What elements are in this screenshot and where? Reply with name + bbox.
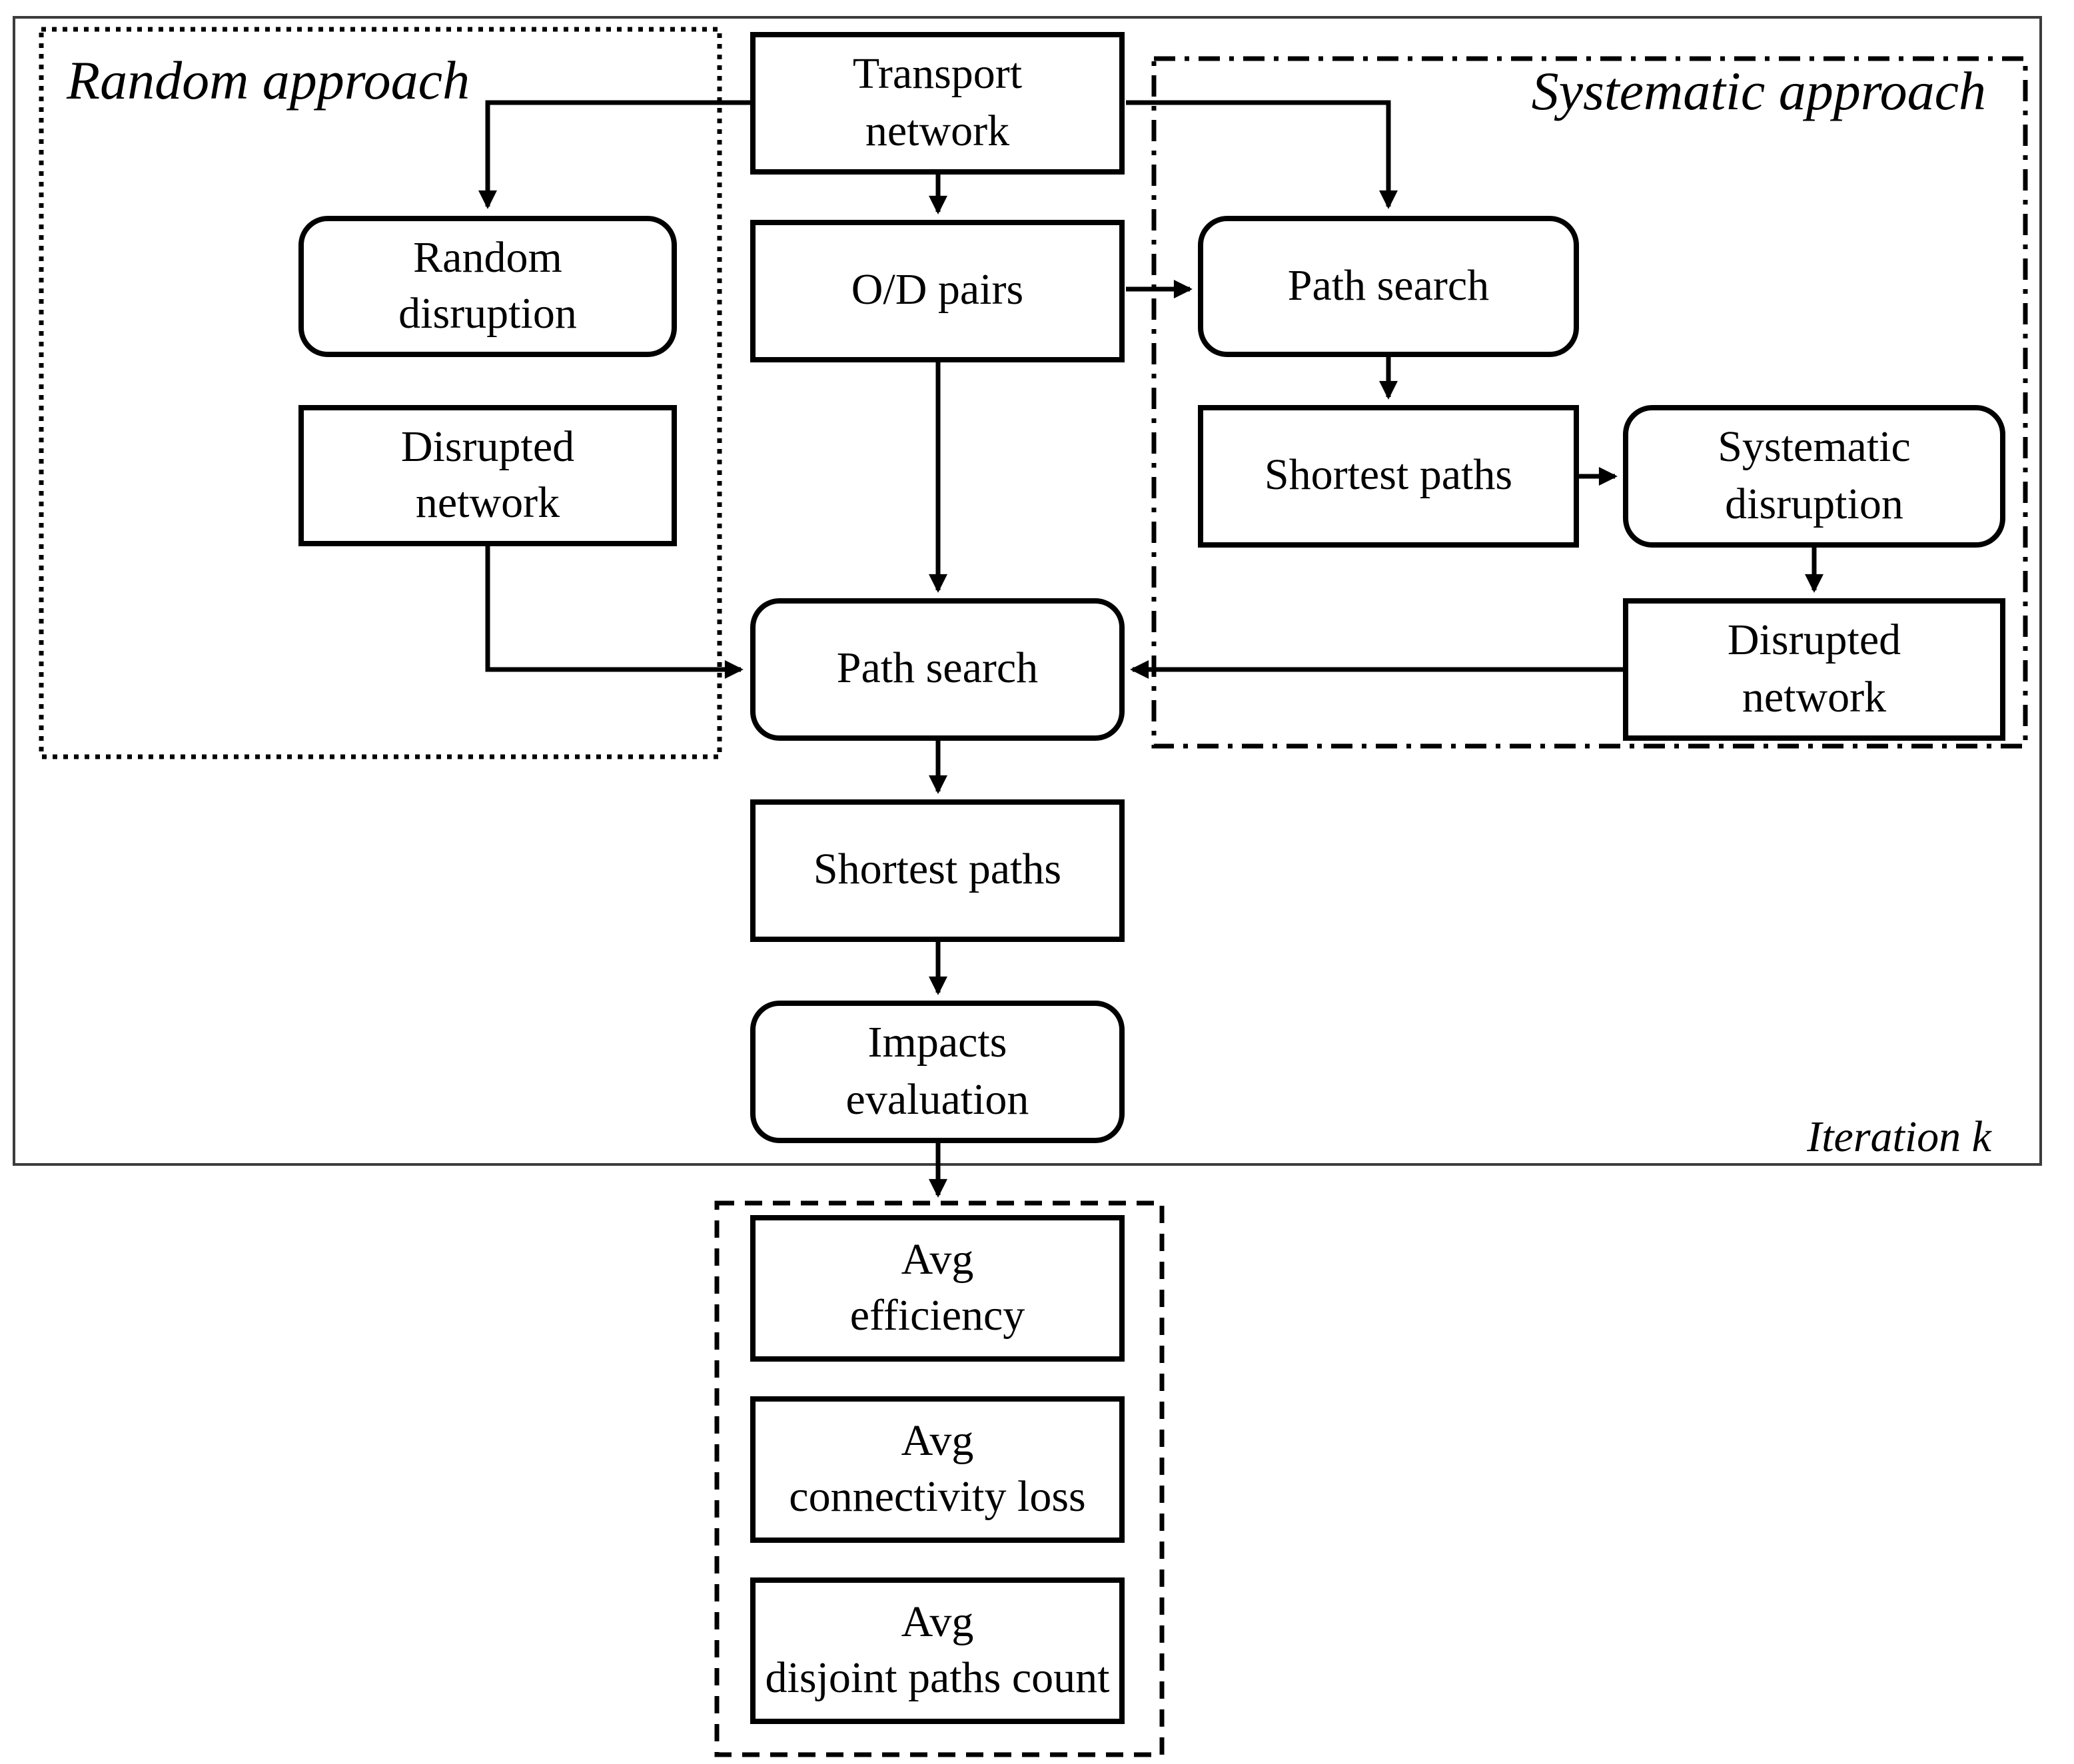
node-transport-network: Transport network	[750, 32, 1125, 175]
node-disrupted-network-random: Disrupted network	[298, 405, 677, 546]
random-approach-frame	[39, 27, 722, 759]
arrow-transport-to-path-search-systematic	[1126, 100, 1398, 209]
systematic-approach-frame	[1151, 56, 2028, 749]
node-impacts-evaluation: Impacts evaluation	[750, 1001, 1125, 1143]
results-frame	[714, 1200, 1165, 1757]
iteration-label: Iteration k	[1807, 1114, 1991, 1162]
node-od-pairs: O/D pairs	[750, 220, 1125, 362]
node-random-disruption: Random disruption	[298, 216, 677, 357]
systematic-approach-label: Systematic approach	[1531, 60, 1986, 121]
node-path-search-systematic: Path search	[1198, 216, 1579, 357]
node-path-search-main: Path search	[750, 598, 1125, 741]
node-systematic-disruption: Systematic disruption	[1623, 405, 2005, 548]
arrow-disrupted-network-random-to-path-search-main	[485, 546, 744, 679]
node-avg-disjoint-paths-count: Avg disjoint paths count	[750, 1577, 1125, 1724]
node-avg-connectivity-loss: Avg connectivity loss	[750, 1396, 1125, 1543]
iteration-frame	[13, 16, 2042, 1166]
random-approach-label: Random approach	[67, 49, 470, 111]
node-avg-efficiency: Avg efficiency	[750, 1215, 1125, 1362]
node-disrupted-network-systematic: Disrupted network	[1623, 598, 2005, 741]
node-shortest-paths-systematic: Shortest paths	[1198, 405, 1579, 548]
node-shortest-paths-main: Shortest paths	[750, 799, 1125, 942]
arrow-transport-to-random-disruption	[478, 100, 750, 209]
